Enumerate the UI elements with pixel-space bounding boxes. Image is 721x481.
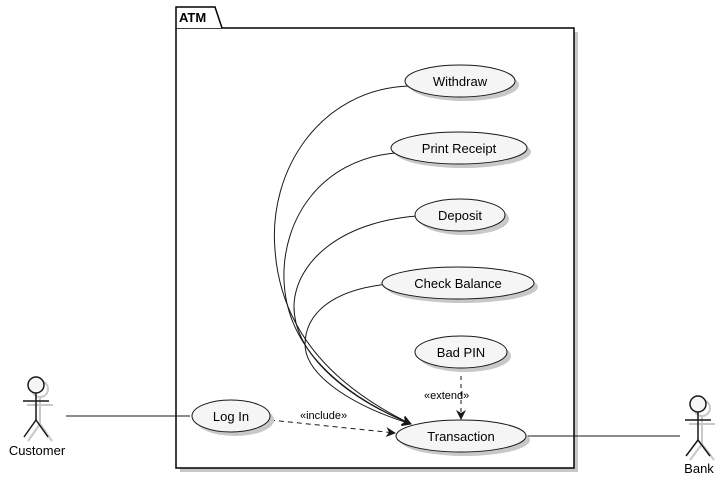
edge-withdraw-transaction — [273, 85, 412, 425]
use-case-deposit[interactable]: Deposit — [414, 198, 509, 235]
use-case-log-in[interactable]: Log In — [191, 399, 274, 436]
edge-print-receipt-transaction — [283, 152, 412, 426]
transaction-label: Transaction — [427, 429, 494, 444]
use-case-transaction[interactable]: Transaction — [395, 419, 530, 456]
actor-customer[interactable]: Customer — [9, 376, 66, 458]
edge-deposit-transaction — [293, 215, 418, 426]
actor-bank[interactable]: Bank — [684, 395, 715, 476]
check-balance-label: Check Balance — [414, 276, 501, 291]
use-case-check-balance[interactable]: Check Balance — [381, 266, 538, 303]
extend-label: «extend» — [424, 390, 469, 402]
extend-edge: «extend» — [424, 368, 469, 420]
include-label: «include» — [300, 410, 347, 422]
generalization-edges — [273, 85, 418, 427]
include-edge: «include» — [269, 410, 396, 438]
edge-check-balance-transaction — [304, 283, 412, 427]
customer-label: Customer — [9, 443, 66, 458]
withdraw-label: Withdraw — [433, 74, 488, 89]
bank-label: Bank — [684, 461, 714, 476]
use-case-print-receipt[interactable]: Print Receipt — [390, 131, 531, 168]
stick-figure-icon — [27, 380, 53, 442]
deposit-label: Deposit — [438, 208, 482, 223]
atm-package: ATM — [175, 6, 578, 472]
bad-pin-label: Bad PIN — [437, 345, 485, 360]
log-in-label: Log In — [213, 409, 249, 424]
use-case-bad-pin[interactable]: Bad PIN — [414, 335, 511, 372]
use-case-withdraw[interactable]: Withdraw — [404, 64, 519, 101]
print-receipt-label: Print Receipt — [422, 141, 497, 156]
package-title: ATM — [179, 10, 206, 25]
